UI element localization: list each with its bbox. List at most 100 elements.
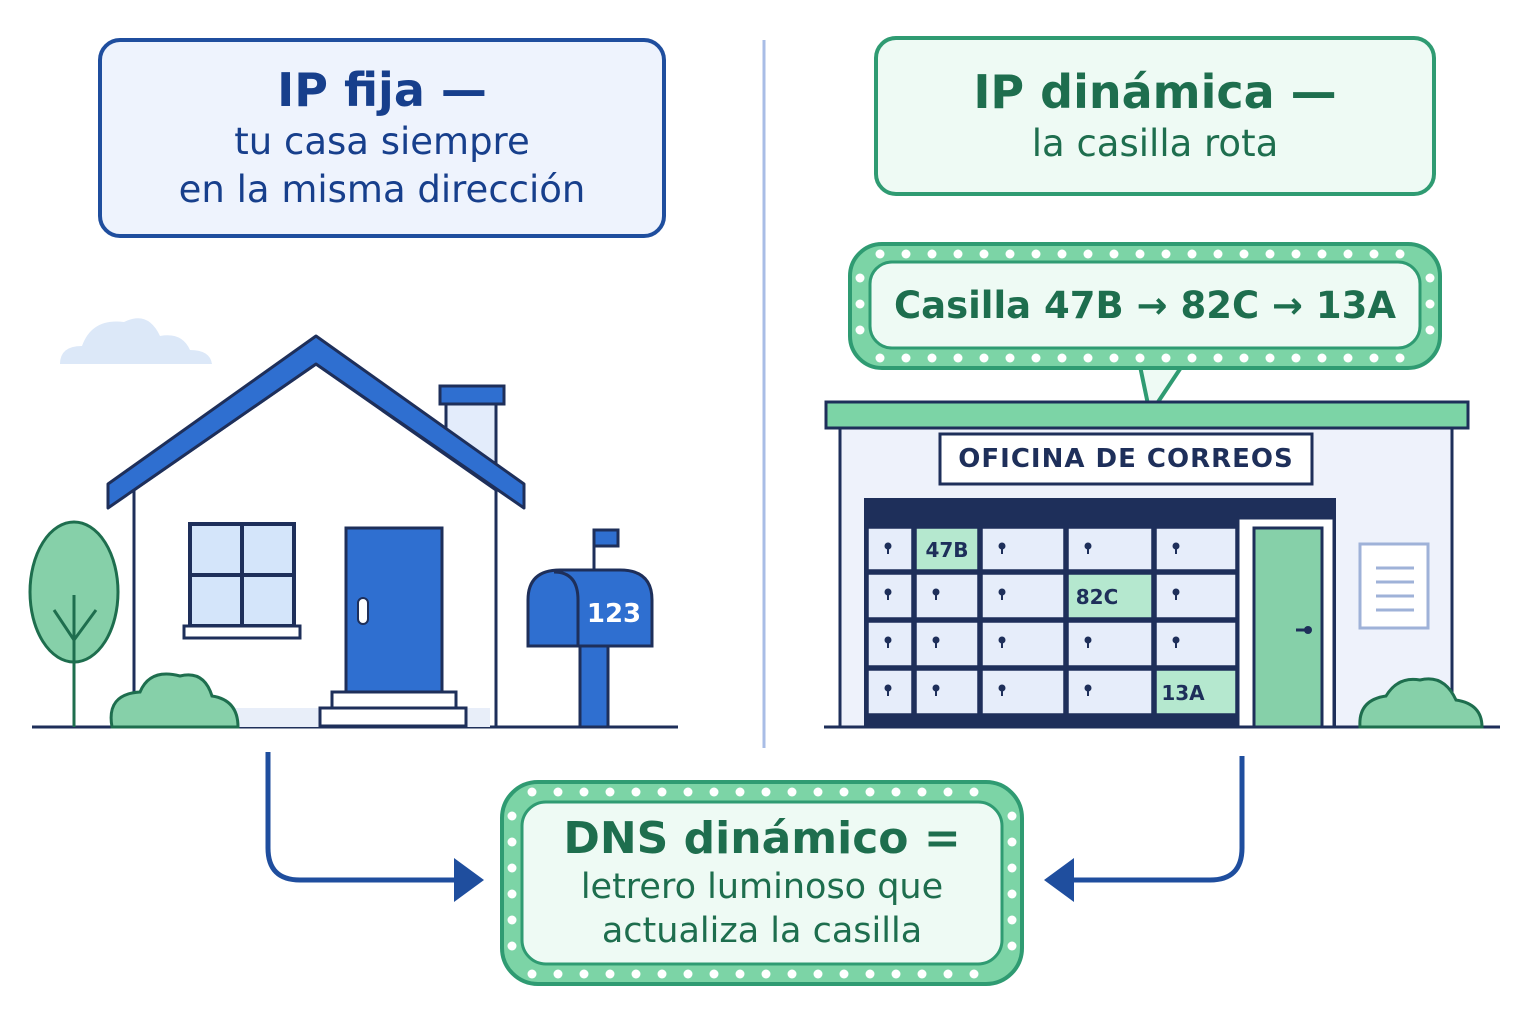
light-bulb bbox=[1031, 249, 1041, 259]
light-bulb bbox=[683, 787, 693, 797]
po-box bbox=[867, 621, 913, 667]
po-box bbox=[1067, 573, 1153, 619]
light-bulb bbox=[1239, 353, 1249, 363]
light-bulb bbox=[735, 969, 745, 979]
post-office-sign-text: OFICINA DE CORREOS bbox=[958, 444, 1294, 474]
light-bulb bbox=[507, 889, 517, 899]
light-bulb bbox=[1007, 811, 1017, 821]
keyhole-icon bbox=[1084, 542, 1092, 550]
light-bulb bbox=[865, 787, 875, 797]
fixed-ip-title: IP fija — bbox=[277, 63, 487, 117]
keyhole-icon bbox=[884, 588, 892, 596]
light-bulb bbox=[953, 249, 963, 259]
po-box bbox=[981, 527, 1065, 571]
light-bulb bbox=[855, 299, 865, 309]
dns-title: DNS dinámico = bbox=[563, 813, 961, 864]
light-bulb bbox=[891, 787, 901, 797]
light-bulb bbox=[943, 787, 953, 797]
light-bulb bbox=[1343, 353, 1353, 363]
tree-icon bbox=[28, 520, 120, 727]
light-bulb bbox=[1317, 353, 1327, 363]
bush-icon-right bbox=[1358, 677, 1484, 729]
light-bulb bbox=[1187, 353, 1197, 363]
light-bulb bbox=[631, 969, 641, 979]
light-bulb bbox=[553, 787, 563, 797]
keyhole-icon bbox=[1172, 542, 1180, 550]
keyhole-icon bbox=[932, 636, 940, 644]
light-bulb bbox=[579, 787, 589, 797]
light-bulb bbox=[979, 249, 989, 259]
notice-board bbox=[1358, 542, 1430, 630]
light-bulb bbox=[1317, 249, 1327, 259]
po-box bbox=[867, 669, 913, 715]
light-bulb bbox=[839, 787, 849, 797]
light-bulb bbox=[891, 969, 901, 979]
light-bulb bbox=[839, 969, 849, 979]
light-bulb bbox=[605, 969, 615, 979]
light-bulb bbox=[969, 787, 979, 797]
light-bulb bbox=[709, 969, 719, 979]
light-bulb bbox=[953, 353, 963, 363]
house-roof bbox=[106, 334, 526, 510]
light-bulb bbox=[1291, 249, 1301, 259]
dns-line-2: actualiza la casilla bbox=[601, 911, 923, 951]
light-bulb bbox=[735, 787, 745, 797]
light-bulb bbox=[1007, 889, 1017, 899]
light-bulb bbox=[527, 969, 537, 979]
light-bulb bbox=[855, 273, 865, 283]
light-bulb bbox=[917, 969, 927, 979]
light-bulb bbox=[1395, 249, 1405, 259]
po-box bbox=[1067, 669, 1153, 715]
light-bulb bbox=[875, 249, 885, 259]
house-door bbox=[318, 526, 468, 728]
arrow-right-head bbox=[1044, 858, 1074, 902]
light-bulb bbox=[657, 969, 667, 979]
light-bulb bbox=[1057, 249, 1067, 259]
keyhole-icon bbox=[1084, 636, 1092, 644]
light-bulb bbox=[1291, 353, 1301, 363]
light-bulb bbox=[1083, 353, 1093, 363]
mailbox-number: 123 bbox=[586, 599, 642, 629]
keyhole-icon bbox=[998, 542, 1006, 550]
post-office-scene bbox=[824, 242, 1500, 729]
light-bulb bbox=[787, 969, 797, 979]
light-bulb bbox=[927, 249, 937, 259]
light-bulb bbox=[1135, 353, 1145, 363]
keyhole-icon bbox=[1084, 684, 1092, 692]
light-bulb bbox=[1265, 353, 1275, 363]
light-bulb bbox=[1369, 249, 1379, 259]
light-bulb bbox=[943, 969, 953, 979]
keyhole-icon bbox=[884, 684, 892, 692]
light-bulb bbox=[507, 941, 517, 951]
po-box bbox=[915, 621, 979, 667]
light-bulb bbox=[507, 811, 517, 821]
light-bulb bbox=[1109, 249, 1119, 259]
sequence-sign-inner bbox=[868, 260, 1422, 350]
po-box bbox=[1155, 527, 1237, 571]
box-label-82c: 82C bbox=[1075, 585, 1119, 609]
po-box bbox=[1155, 669, 1237, 715]
light-bulb bbox=[1265, 249, 1275, 259]
light-bulb bbox=[1083, 249, 1093, 259]
po-box-grid bbox=[867, 527, 1237, 715]
dynamic-ip-card: IP dinámica — la casilla rota bbox=[874, 36, 1436, 196]
arrow-left-path bbox=[265, 752, 456, 883]
keyhole-icon bbox=[1172, 588, 1180, 596]
keyhole-icon bbox=[932, 588, 940, 596]
light-bulb bbox=[579, 969, 589, 979]
light-bulb bbox=[813, 787, 823, 797]
bush-icon bbox=[109, 672, 240, 729]
light-bulb bbox=[855, 325, 865, 335]
arrow-left-head bbox=[454, 858, 484, 902]
po-box bbox=[1155, 573, 1237, 619]
mailbox-icon bbox=[526, 528, 654, 729]
light-bulb bbox=[969, 969, 979, 979]
po-box bbox=[915, 573, 979, 619]
arrow-right-path bbox=[1072, 756, 1245, 883]
fixed-ip-subtitle-1: tu casa siempre bbox=[234, 120, 530, 163]
keyhole-icon bbox=[884, 542, 892, 550]
light-bulb bbox=[1007, 863, 1017, 873]
light-bulb bbox=[1109, 353, 1119, 363]
